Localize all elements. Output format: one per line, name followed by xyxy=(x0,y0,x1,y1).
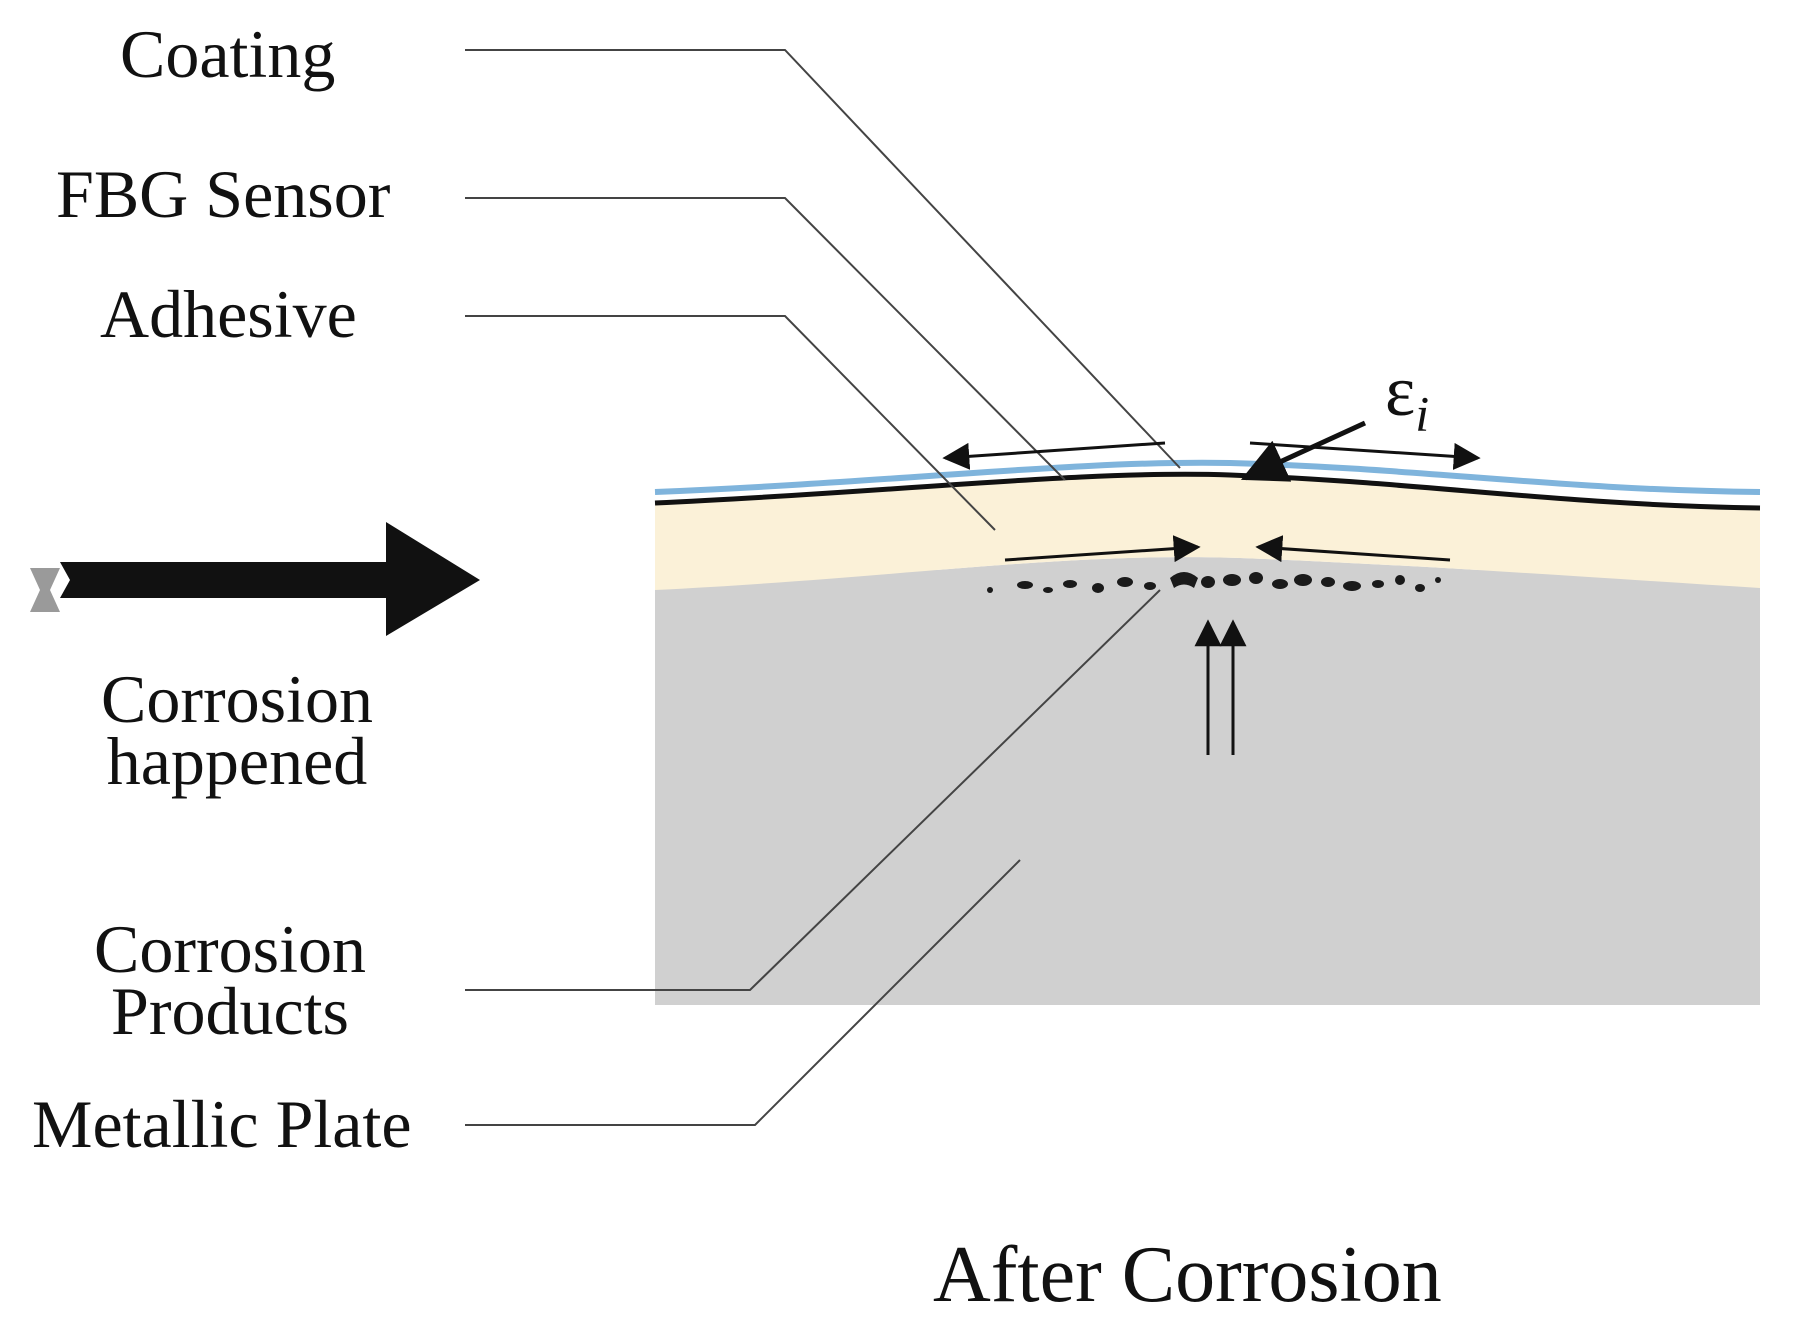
strain-subscript: i xyxy=(1415,385,1430,442)
fbg-sensor-leader xyxy=(465,197,1066,481)
label-corrosion-products-line1: Corrosion xyxy=(94,911,366,987)
big-right-arrow-icon xyxy=(30,522,480,636)
coating-leader xyxy=(465,49,1181,469)
upward-arrows xyxy=(1194,619,1247,755)
label-corrosion-products: Corrosion Products xyxy=(20,911,440,1049)
label-corrosion-happened: Corrosion happened xyxy=(27,661,447,799)
strain-label: εi xyxy=(1385,355,1429,438)
label-metallic-plate: Metallic Plate xyxy=(32,1086,412,1162)
label-corrosion-happened-line2: happened xyxy=(106,723,368,799)
metallic-plate-leader xyxy=(465,859,1021,1126)
fbg-sensor-fiber xyxy=(654,471,1761,511)
adhesive-layer xyxy=(655,474,1760,590)
leader-lines xyxy=(465,49,1181,1126)
strain-pointer-arrow xyxy=(1240,420,1367,482)
corrosion-products xyxy=(987,572,1441,593)
label-fbg-sensor: FBG Sensor xyxy=(56,156,391,232)
adhesive-leader xyxy=(465,315,996,531)
label-coating: Coating xyxy=(120,16,336,92)
label-adhesive: Adhesive xyxy=(100,276,357,352)
strain-arrows-top xyxy=(942,441,1481,470)
coating-layer xyxy=(654,459,1761,495)
label-corrosion-products-line2: Products xyxy=(111,973,349,1049)
caption-after-corrosion: After Corrosion xyxy=(933,1231,1442,1319)
strain-arrows-interface xyxy=(1004,535,1451,563)
strain-symbol: ε xyxy=(1385,351,1416,431)
label-corrosion-happened-line1: Corrosion xyxy=(101,661,373,737)
corrosion-products-leader xyxy=(465,589,1161,991)
